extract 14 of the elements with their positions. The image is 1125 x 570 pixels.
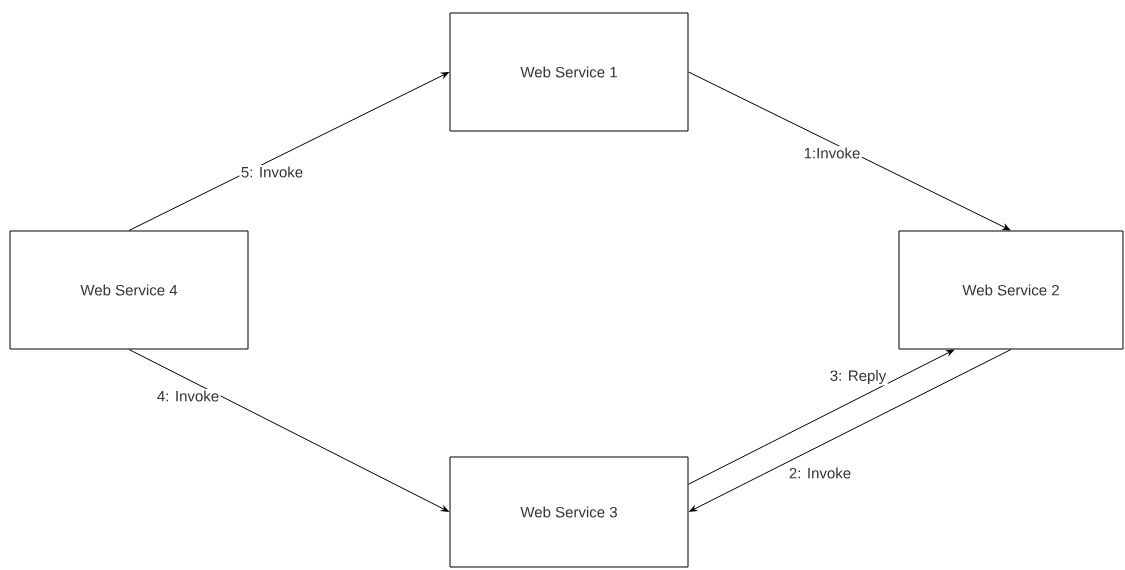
service-box: Web Service 2	[898, 230, 1124, 350]
service-box: Web Service 3	[449, 456, 689, 568]
arrow	[128, 72, 449, 231]
service-box: Web Service 4	[9, 230, 249, 350]
edge-label: 2: Invoke	[787, 466, 853, 480]
edge-label: 5: Invoke	[239, 165, 305, 179]
arrow	[688, 349, 954, 485]
edge-label: 3: Reply	[828, 368, 888, 386]
edge-label: 1:Invoke	[802, 146, 862, 160]
service-box: Web Service 1	[449, 12, 689, 132]
arrow	[128, 349, 449, 512]
arrow	[689, 349, 1012, 512]
edge-label: 4: Invoke	[155, 389, 221, 403]
arrow	[688, 71, 1011, 231]
